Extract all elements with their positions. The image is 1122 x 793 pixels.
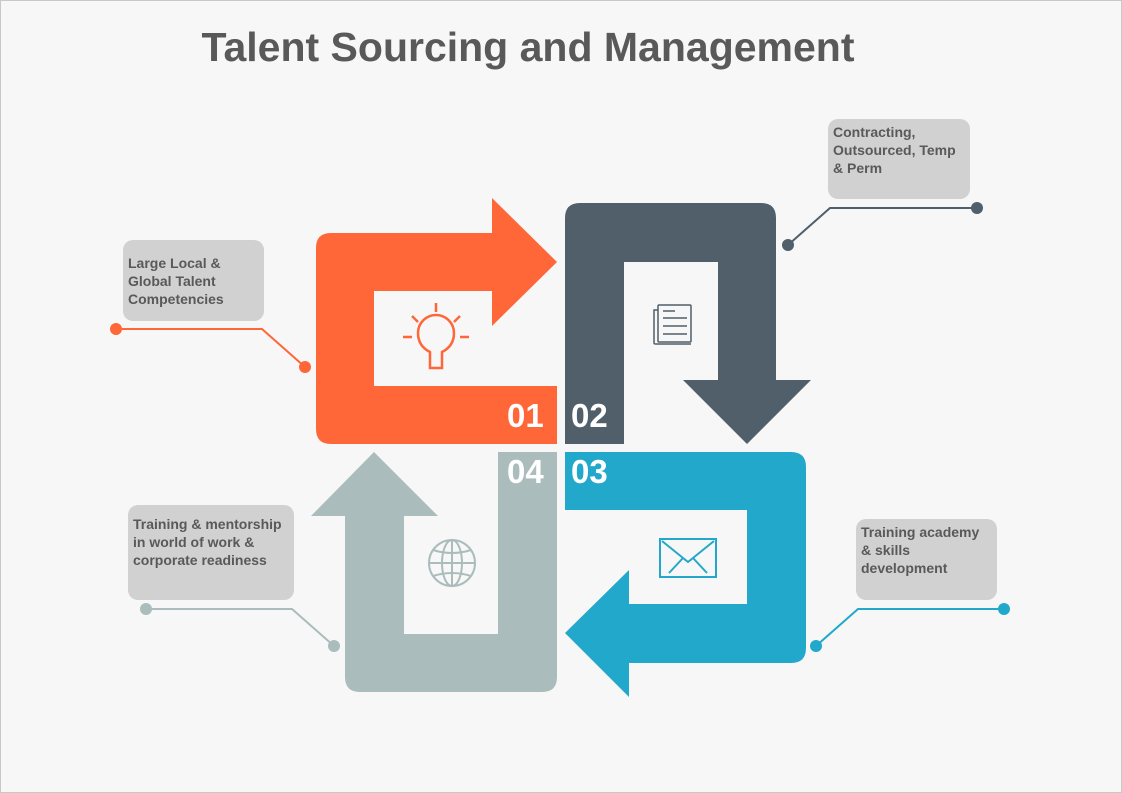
connector-dot <box>299 361 311 373</box>
callout-step-03: Training academy & skills development <box>856 519 997 600</box>
step-number-01: 01 <box>507 397 544 434</box>
connector-02 <box>787 207 977 246</box>
connector-03 <box>815 608 1004 647</box>
callout-step-02: Contracting, Outsourced, Temp & Perm <box>828 119 970 199</box>
connector-dot <box>971 202 983 214</box>
page-title: Talent Sourcing and Management <box>201 24 855 70</box>
document-icon <box>653 304 692 345</box>
arrow-step-01 <box>316 198 557 444</box>
callout-step-04: Training & mentorship in world of work &… <box>128 505 294 600</box>
arrow-step-03 <box>565 452 806 697</box>
globe-icon <box>428 539 476 587</box>
step-number-04: 04 <box>507 453 544 490</box>
step-number-03: 03 <box>571 453 608 490</box>
connector-dot <box>782 239 794 251</box>
connector-dot <box>998 603 1010 615</box>
step-number-02: 02 <box>571 397 608 434</box>
connector-dot <box>140 603 152 615</box>
arrow-step-02 <box>565 203 811 444</box>
arrow-step-04 <box>311 452 557 692</box>
connector-dot <box>110 323 122 335</box>
connector-04 <box>146 608 335 647</box>
connector-dot <box>810 640 822 652</box>
callout-step-01: Large Local & Global Talent Competencies <box>123 240 264 321</box>
envelope-icon <box>659 538 717 578</box>
connector-01 <box>116 328 306 368</box>
connector-dot <box>328 640 340 652</box>
lightbulb-icon <box>403 303 469 370</box>
